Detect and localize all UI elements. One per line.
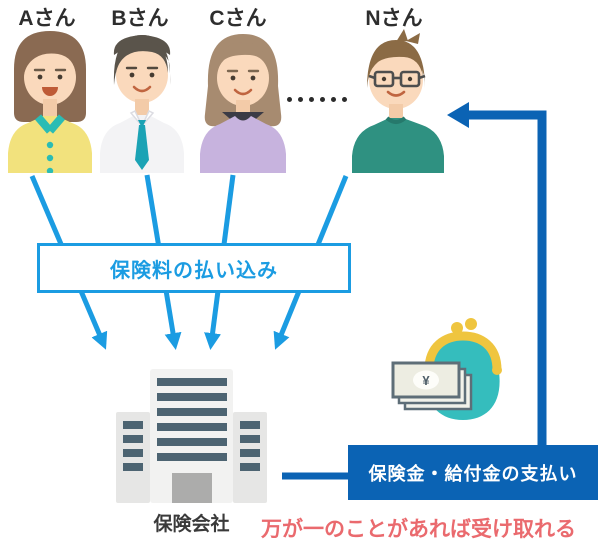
- person-a-label: Aさん: [18, 7, 76, 30]
- person-n-label: Nさん: [365, 7, 423, 30]
- insurance-company-label: 保険会社: [153, 514, 230, 535]
- person-c-label: Cさん: [209, 7, 267, 30]
- person-c-avatar-icon: [200, 34, 286, 173]
- person-a-avatar-icon: [8, 31, 92, 173]
- premium-payment-box: 保険料の払い込み: [37, 243, 351, 293]
- insurance-company-building-icon: [116, 369, 267, 503]
- person-b-avatar-icon: [100, 35, 184, 173]
- yen-symbol: ¥: [422, 373, 430, 388]
- ellipsis-dots-icon: [287, 97, 347, 102]
- payout-note-text: 万が一のことがあれば受け取れる: [261, 518, 576, 541]
- purse-and-money-icon: ¥: [391, 318, 502, 420]
- person-b-label: Bさん: [111, 7, 169, 30]
- payout-return-arrow-icon: [282, 102, 547, 480]
- person-n-avatar-icon: [352, 29, 444, 173]
- payout-box: 保険金・給付金の支払い: [348, 445, 598, 500]
